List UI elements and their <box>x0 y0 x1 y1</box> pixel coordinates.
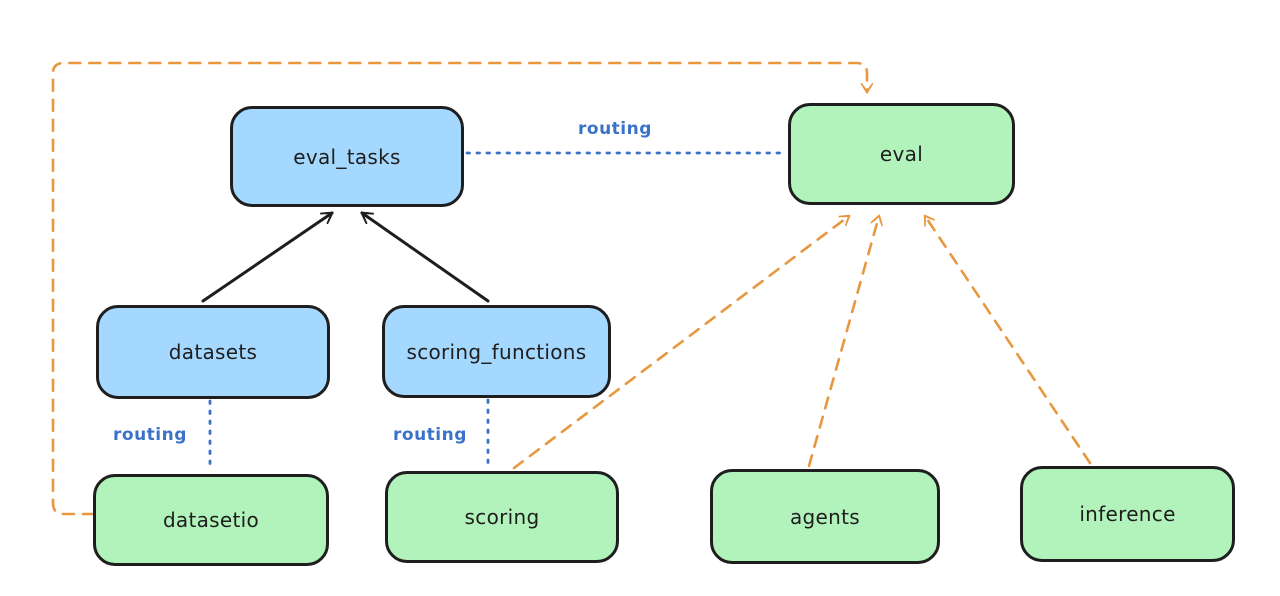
node-eval-tasks-label: eval_tasks <box>293 144 401 169</box>
node-eval-tasks: eval_tasks <box>230 106 464 207</box>
edge-label-routing-datasets-datasetio: routing <box>113 425 187 445</box>
edge-scoring-functions-eval-tasks <box>360 211 490 303</box>
edge-label-routing-eval-tasks-eval: routing <box>578 119 652 139</box>
node-eval-label: eval <box>879 142 924 166</box>
edge-agents-eval <box>807 214 883 468</box>
node-datasets-label: datasets <box>168 340 258 364</box>
edge-datasets-eval-tasks <box>201 211 334 303</box>
node-agents-label: agents <box>790 504 860 529</box>
edge-datasetio-eval <box>51 61 874 516</box>
edge-label-routing-scoring-functions-scoring: routing <box>393 425 467 445</box>
edge-scoring-eval <box>512 214 851 470</box>
node-datasetio-label: datasetio <box>162 508 260 532</box>
node-scoring-functions: scoring_functions <box>382 305 611 398</box>
node-scoring-functions-label: scoring_functions <box>406 339 587 364</box>
node-inference-label: inference <box>1079 502 1176 526</box>
node-inference: inference <box>1020 466 1235 562</box>
node-scoring: scoring <box>385 471 619 563</box>
node-agents: agents <box>710 469 940 564</box>
node-scoring-label: scoring <box>464 505 540 529</box>
node-datasets: datasets <box>96 305 330 399</box>
node-eval: eval <box>788 103 1015 205</box>
node-datasetio: datasetio <box>93 474 329 566</box>
edge-inference-eval <box>923 214 1092 465</box>
